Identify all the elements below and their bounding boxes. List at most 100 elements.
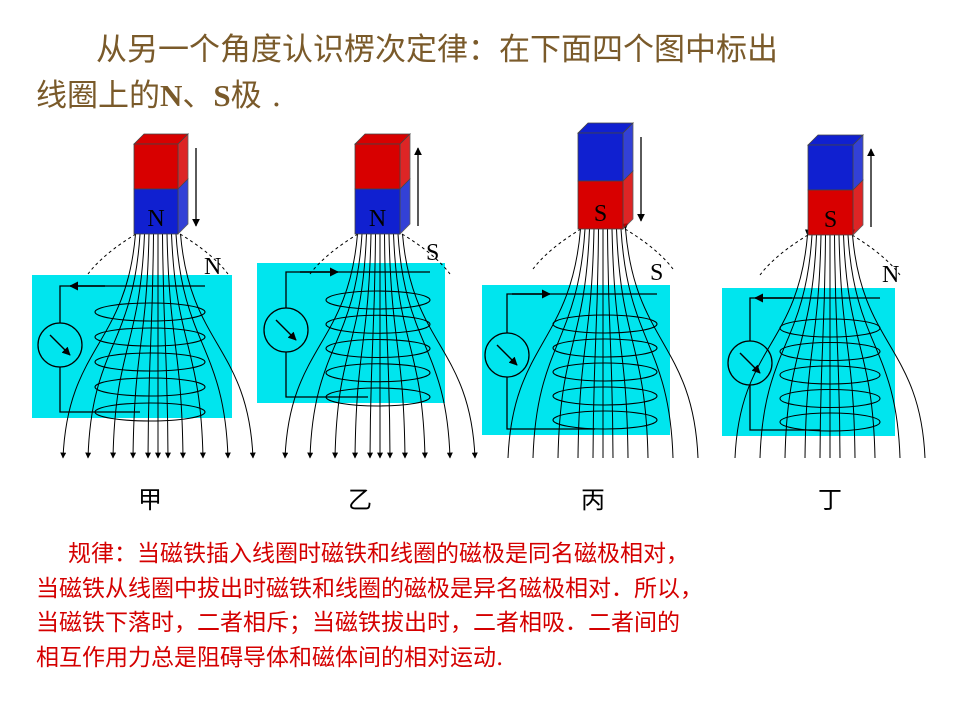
magnet-lower — [354, 188, 401, 235]
coil-pole-label: N — [882, 262, 899, 288]
field-line — [844, 229, 901, 459]
field-line — [388, 233, 408, 459]
field-line — [307, 233, 363, 459]
field-line — [175, 233, 231, 459]
field-line — [532, 223, 589, 459]
field-line-outer — [179, 233, 229, 275]
field-line — [759, 229, 816, 459]
coil-turn — [552, 338, 658, 358]
magnet-pole-label: N — [147, 206, 164, 232]
field-line-outer — [624, 228, 674, 270]
coil-turn — [552, 410, 658, 430]
field-line — [840, 229, 876, 459]
panel-4: S N 丁 — [722, 134, 926, 514]
panel-caption: 甲 — [138, 486, 162, 514]
field-line — [332, 233, 367, 459]
field-line — [592, 223, 602, 459]
field-line — [831, 229, 841, 459]
field-line — [162, 233, 171, 459]
rule-line-4: 相互作用力总是阻碍导体和磁体间的相对运动. — [36, 644, 504, 671]
field-line — [393, 233, 428, 459]
panel-caption: 丁 — [818, 486, 842, 514]
field-line-outer — [401, 233, 451, 275]
field-line — [166, 233, 186, 459]
field-line — [835, 229, 856, 459]
coil-turn — [552, 386, 658, 406]
panel-3: SS丙 — [482, 122, 699, 514]
coil-turn — [94, 402, 206, 422]
magnet-lower — [133, 188, 179, 235]
magnet-upper — [577, 132, 624, 182]
coil-turn — [325, 290, 431, 310]
galvanometer-needle — [49, 334, 71, 356]
field-line-outer — [532, 228, 582, 270]
coil-turn — [325, 363, 431, 383]
field-line — [352, 233, 372, 459]
title-separator: 、 — [182, 78, 214, 114]
magnet-lower — [807, 189, 854, 236]
coil-turn — [94, 302, 206, 322]
coil-pole-label: S — [426, 240, 439, 266]
field-line — [507, 223, 584, 459]
field-line — [734, 229, 811, 459]
title-line-2-prefix: 线圈上的 — [36, 78, 160, 114]
magnet-lower — [577, 180, 624, 230]
field-line-outer — [759, 234, 809, 276]
field-line-outer — [309, 233, 359, 275]
panel-caption: 丙 — [581, 486, 605, 514]
magnet-pole-label: N — [369, 206, 386, 232]
slide-title: 从另一个角度认识楞次定律：在下面四个图中标出 线圈上的N、S极 . — [36, 28, 936, 119]
field-line — [85, 233, 141, 459]
panel-caption: 乙 — [348, 486, 372, 514]
field-line — [367, 233, 376, 459]
field-line — [784, 229, 820, 459]
coil-turn — [325, 338, 431, 359]
field-line — [171, 233, 206, 459]
field-line — [622, 223, 699, 459]
magnet-upper — [807, 144, 854, 191]
coil-turn — [94, 377, 206, 397]
magnet-pole-label: S — [594, 201, 607, 227]
field-line — [60, 233, 136, 459]
field-line — [604, 223, 614, 459]
panel-2: N S 乙 — [257, 133, 478, 514]
title-pole-n: N — [160, 78, 183, 113]
panel-1: N N 甲 — [32, 133, 256, 514]
coil-turn — [94, 327, 206, 347]
rule-line-1: 规律：当磁铁插入线圈时磁铁和线圈的磁极是同名磁极相对， — [68, 541, 689, 567]
field-line — [397, 233, 453, 459]
field-line — [849, 229, 926, 459]
magnet-side-lower — [622, 170, 634, 230]
field-line — [819, 229, 829, 459]
galvanometer-needle — [275, 319, 297, 341]
field-line — [804, 229, 825, 459]
rule-line-3: 当磁铁下落时，二者相斥；当磁铁拔出时，二者相吸．二者间的 — [36, 610, 680, 636]
title-line-2-suffix: 极 . — [230, 78, 282, 114]
field-line — [180, 233, 256, 459]
field-line — [145, 233, 154, 459]
magnet-side-lower — [852, 179, 864, 236]
coil-pole-label: N — [204, 254, 221, 280]
rule-text: 规律：当磁铁插入线圈时磁铁和线圈的磁极是同名磁极相对， 当磁铁从线圈中拔出时磁铁… — [36, 537, 946, 675]
title-line-1: 从另一个角度认识楞次定律：在下面四个图中标出 — [96, 32, 778, 68]
field-line — [617, 223, 674, 459]
title-pole-s: S — [213, 78, 231, 113]
field-line-outer — [851, 234, 901, 276]
magnet-side-lower — [177, 178, 189, 235]
field-line — [384, 233, 393, 459]
field-line — [402, 233, 478, 459]
field-line — [282, 233, 358, 459]
field-line — [608, 223, 629, 459]
coil-turn — [325, 387, 431, 407]
field-line — [110, 233, 145, 459]
coil-turn — [325, 314, 431, 334]
field-line-outer — [87, 233, 137, 275]
magnet-side-lower — [399, 178, 411, 235]
magnet-upper — [354, 143, 401, 190]
coil-turn — [552, 362, 658, 382]
rule-line-2: 当磁铁从线圈中拔出时磁铁和线圈的磁极是异名磁极相对．所以， — [36, 575, 703, 602]
magnet-pole-label: S — [824, 207, 837, 233]
field-line — [613, 223, 649, 459]
magnet-upper — [133, 143, 179, 190]
